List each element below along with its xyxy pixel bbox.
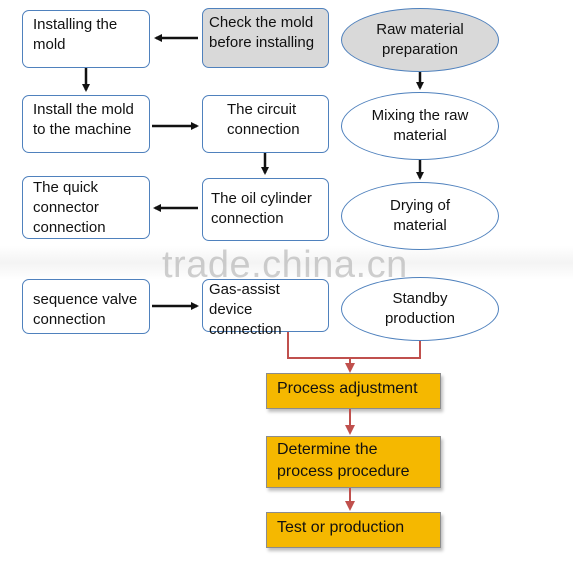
- drying-ellipse: Drying of material: [341, 182, 499, 250]
- determine-procedure-label: Determine the process procedure: [277, 441, 410, 480]
- watermark-band: [0, 246, 573, 280]
- drying-label: Drying of material: [389, 197, 451, 234]
- install-machine-label: Install the mold to the machine: [33, 101, 134, 138]
- oil-cylinder-label: The oil cylinder connection: [211, 190, 312, 227]
- test-production-label: Test or production: [277, 519, 405, 536]
- circuit-label: The circuit connection: [227, 101, 300, 138]
- check-mold-box: Check the mold before installing: [202, 8, 329, 68]
- watermark-text: trade.china.cn: [162, 244, 408, 286]
- sequence-valve-label: sequence valve connection: [33, 291, 138, 328]
- test-production-box: Test or production: [266, 512, 441, 548]
- check-mold-label: Check the mold before installing: [209, 14, 315, 51]
- raw-material-label: Raw material preparation: [376, 21, 464, 58]
- standby-label: Standby production: [384, 290, 456, 327]
- red-connector-bracket: [287, 332, 421, 359]
- mixing-label: Mixing the raw material: [371, 107, 469, 144]
- determine-procedure-box: Determine the process procedure: [266, 436, 441, 488]
- installing-mold-box: Installing the mold: [22, 10, 150, 68]
- oil-cylinder-box: The oil cylinder connection: [202, 178, 329, 241]
- install-machine-box: Install the mold to the machine: [22, 95, 150, 153]
- quick-connector-label: The quick connector connection: [33, 179, 106, 236]
- standby-ellipse: Standby production: [341, 277, 499, 341]
- installing-mold-label: Installing the mold: [33, 16, 118, 53]
- gas-assist-box: Gas-assist device connection: [202, 279, 329, 338]
- circuit-box: The circuit connection: [202, 95, 329, 153]
- mixing-ellipse: Mixing the raw material: [341, 92, 499, 160]
- sequence-valve-box: sequence valve connection: [22, 279, 150, 334]
- gas-assist-label: Gas-assist device connection: [209, 281, 282, 338]
- process-adjustment-box: Process adjustment: [266, 373, 441, 409]
- raw-material-ellipse: Raw material preparation: [341, 8, 499, 72]
- process-adjustment-label: Process adjustment: [277, 380, 418, 397]
- quick-connector-box: The quick connector connection: [22, 176, 150, 239]
